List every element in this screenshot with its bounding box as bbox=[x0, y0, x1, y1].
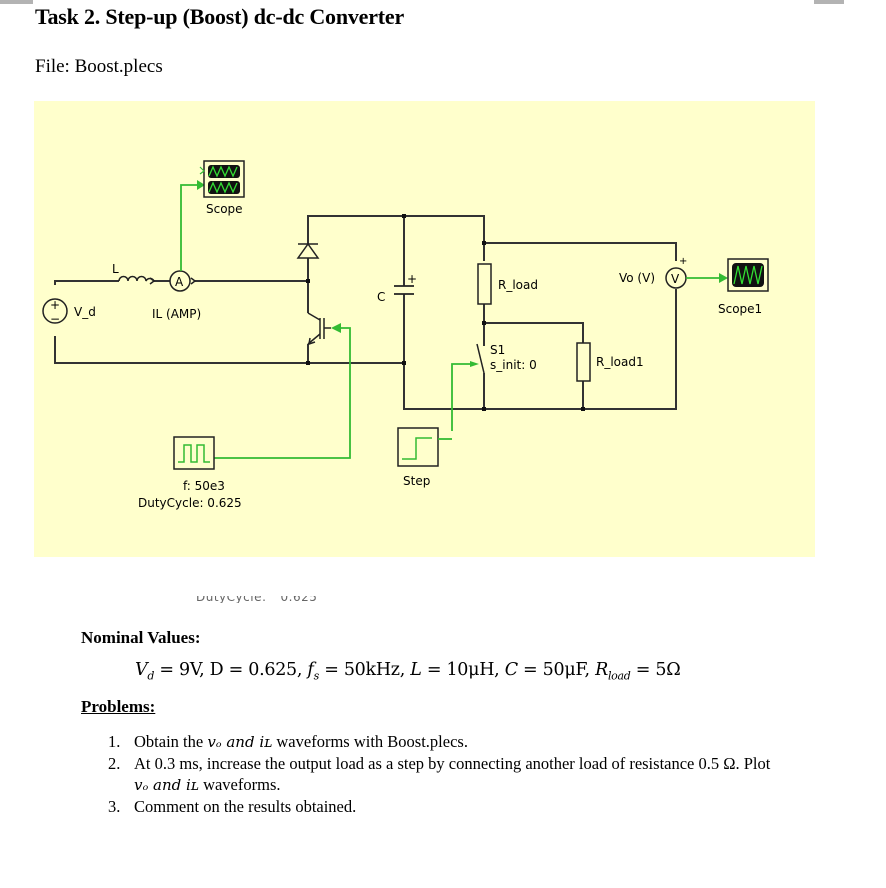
capacitor-icon bbox=[394, 285, 414, 295]
signal-arrow-icon bbox=[197, 180, 205, 190]
ammeter-icon bbox=[169, 270, 197, 292]
problems-heading: Problems: bbox=[81, 697, 156, 716]
junction-node bbox=[482, 241, 486, 245]
rload-label: R_load bbox=[498, 278, 538, 292]
value-l: 10μH bbox=[446, 660, 495, 680]
ammeter-symbol: A bbox=[175, 275, 184, 289]
junction-node bbox=[581, 407, 585, 411]
resistor-rload-icon bbox=[477, 263, 492, 305]
voltmeter-polarity: + bbox=[679, 256, 687, 267]
page-corner-tab-left bbox=[0, 0, 33, 4]
switch-arrow-icon bbox=[470, 361, 479, 367]
problem-text: Comment on the results obtained. bbox=[134, 797, 357, 816]
cropped-duty-cycle-text: DutyCycle: 0.625 bbox=[196, 596, 331, 603]
wire-diode-top bbox=[307, 215, 404, 261]
inductor-icon bbox=[118, 275, 156, 285]
gate-arrow-icon bbox=[331, 323, 341, 333]
rload1-label: R_load1 bbox=[596, 355, 644, 369]
pulse-generator-icon bbox=[173, 436, 215, 470]
problem-number: 1. bbox=[108, 732, 121, 751]
page-corner-tab-right bbox=[814, 0, 844, 4]
signal-wire-il bbox=[180, 184, 197, 271]
page-title: Task 2. Step-up (Boost) dc-dc Converter bbox=[35, 4, 405, 29]
junction-node bbox=[482, 321, 486, 325]
voltage-source-icon bbox=[42, 298, 68, 324]
scope1-icon bbox=[727, 258, 769, 292]
signal-wire-gate bbox=[184, 327, 351, 459]
problem-item: 3. Comment on the results obtained. bbox=[108, 796, 788, 818]
scope1-label: Scope1 bbox=[718, 302, 762, 316]
value-duty: 0.625 bbox=[248, 660, 297, 680]
problem-text: Obtain the bbox=[134, 732, 208, 751]
value-c: 50μF bbox=[542, 660, 585, 680]
scope-label: Scope bbox=[206, 202, 243, 216]
nominal-values-equation: Vd = 9V, D = 0.625, fs = 50kHz, L = 10μH… bbox=[135, 660, 681, 683]
wire-top-left bbox=[54, 280, 119, 285]
capacitor-polarity: + bbox=[407, 272, 417, 286]
nominal-values-heading: Nominal Values: bbox=[81, 628, 201, 647]
value-fs: 50kHz bbox=[343, 660, 400, 680]
wire-vm-top bbox=[484, 242, 677, 261]
voltmeter-symbol: V bbox=[671, 272, 680, 286]
problem-math: vₒ and iʟ bbox=[207, 733, 273, 751]
value-rload: 5Ω bbox=[655, 660, 681, 680]
signal-arrow-icon bbox=[719, 273, 728, 283]
signal-wire-step bbox=[451, 363, 470, 431]
wire-top-right bbox=[404, 215, 485, 243]
problem-text: waveforms. bbox=[198, 775, 281, 794]
junction-node bbox=[402, 361, 406, 365]
circuit-schematic: + − V_d L A IL (AMP) Scope bbox=[34, 101, 815, 557]
cropped-text-part: 0.625 bbox=[280, 596, 318, 603]
junction-node bbox=[482, 407, 486, 411]
switch-label: S1 bbox=[490, 343, 505, 357]
problem-math: vₒ and iʟ bbox=[134, 776, 199, 794]
wire-rload1-top bbox=[484, 322, 584, 343]
problem-item: 2. At 0.3 ms, increase the output load as… bbox=[108, 753, 788, 796]
problem-number: 2. bbox=[108, 754, 121, 773]
problem-text: At 0.3 ms, increase the output load as a… bbox=[134, 754, 771, 773]
problem-item: 1. Obtain the vₒ and iʟ waveforms with Bo… bbox=[108, 731, 788, 753]
source-minus-sign: − bbox=[50, 312, 60, 326]
cropped-text-part: DutyCycle: bbox=[196, 596, 267, 603]
value-vd: 9V bbox=[178, 660, 200, 680]
step-label: Step bbox=[403, 474, 430, 488]
switch-s1-icon bbox=[476, 343, 485, 374]
scope-icon bbox=[199, 160, 245, 198]
wire-vm-bottom bbox=[484, 289, 677, 410]
wire-bottom bbox=[54, 336, 404, 364]
inductor-label: L bbox=[112, 262, 119, 276]
source-plus-sign: + bbox=[50, 298, 60, 312]
igbt-icon bbox=[307, 312, 331, 346]
resistor-rload1-icon bbox=[576, 342, 591, 382]
wire-cap-bottom bbox=[403, 294, 484, 410]
problem-number: 3. bbox=[108, 797, 121, 816]
diode-icon bbox=[296, 242, 320, 259]
junction-node bbox=[402, 214, 406, 218]
file-label: File: Boost.plecs bbox=[35, 56, 163, 77]
junction-node bbox=[306, 279, 310, 283]
junction-node bbox=[306, 361, 310, 365]
capacitor-label: C bbox=[377, 290, 385, 304]
pulse-frequency: f: 50e3 bbox=[183, 479, 225, 493]
pulse-duty-cycle: DutyCycle: 0.625 bbox=[138, 496, 242, 510]
switch-param: s_init: 0 bbox=[490, 358, 537, 372]
ammeter-label: IL (AMP) bbox=[152, 307, 201, 321]
step-icon bbox=[397, 427, 439, 467]
source-label: V_d bbox=[74, 305, 96, 319]
problem-text: waveforms with Boost.plecs. bbox=[272, 732, 468, 751]
voltmeter-label: Vo (V) bbox=[619, 271, 655, 285]
problems-list: 1. Obtain the vₒ and iʟ waveforms with Bo… bbox=[108, 731, 788, 818]
